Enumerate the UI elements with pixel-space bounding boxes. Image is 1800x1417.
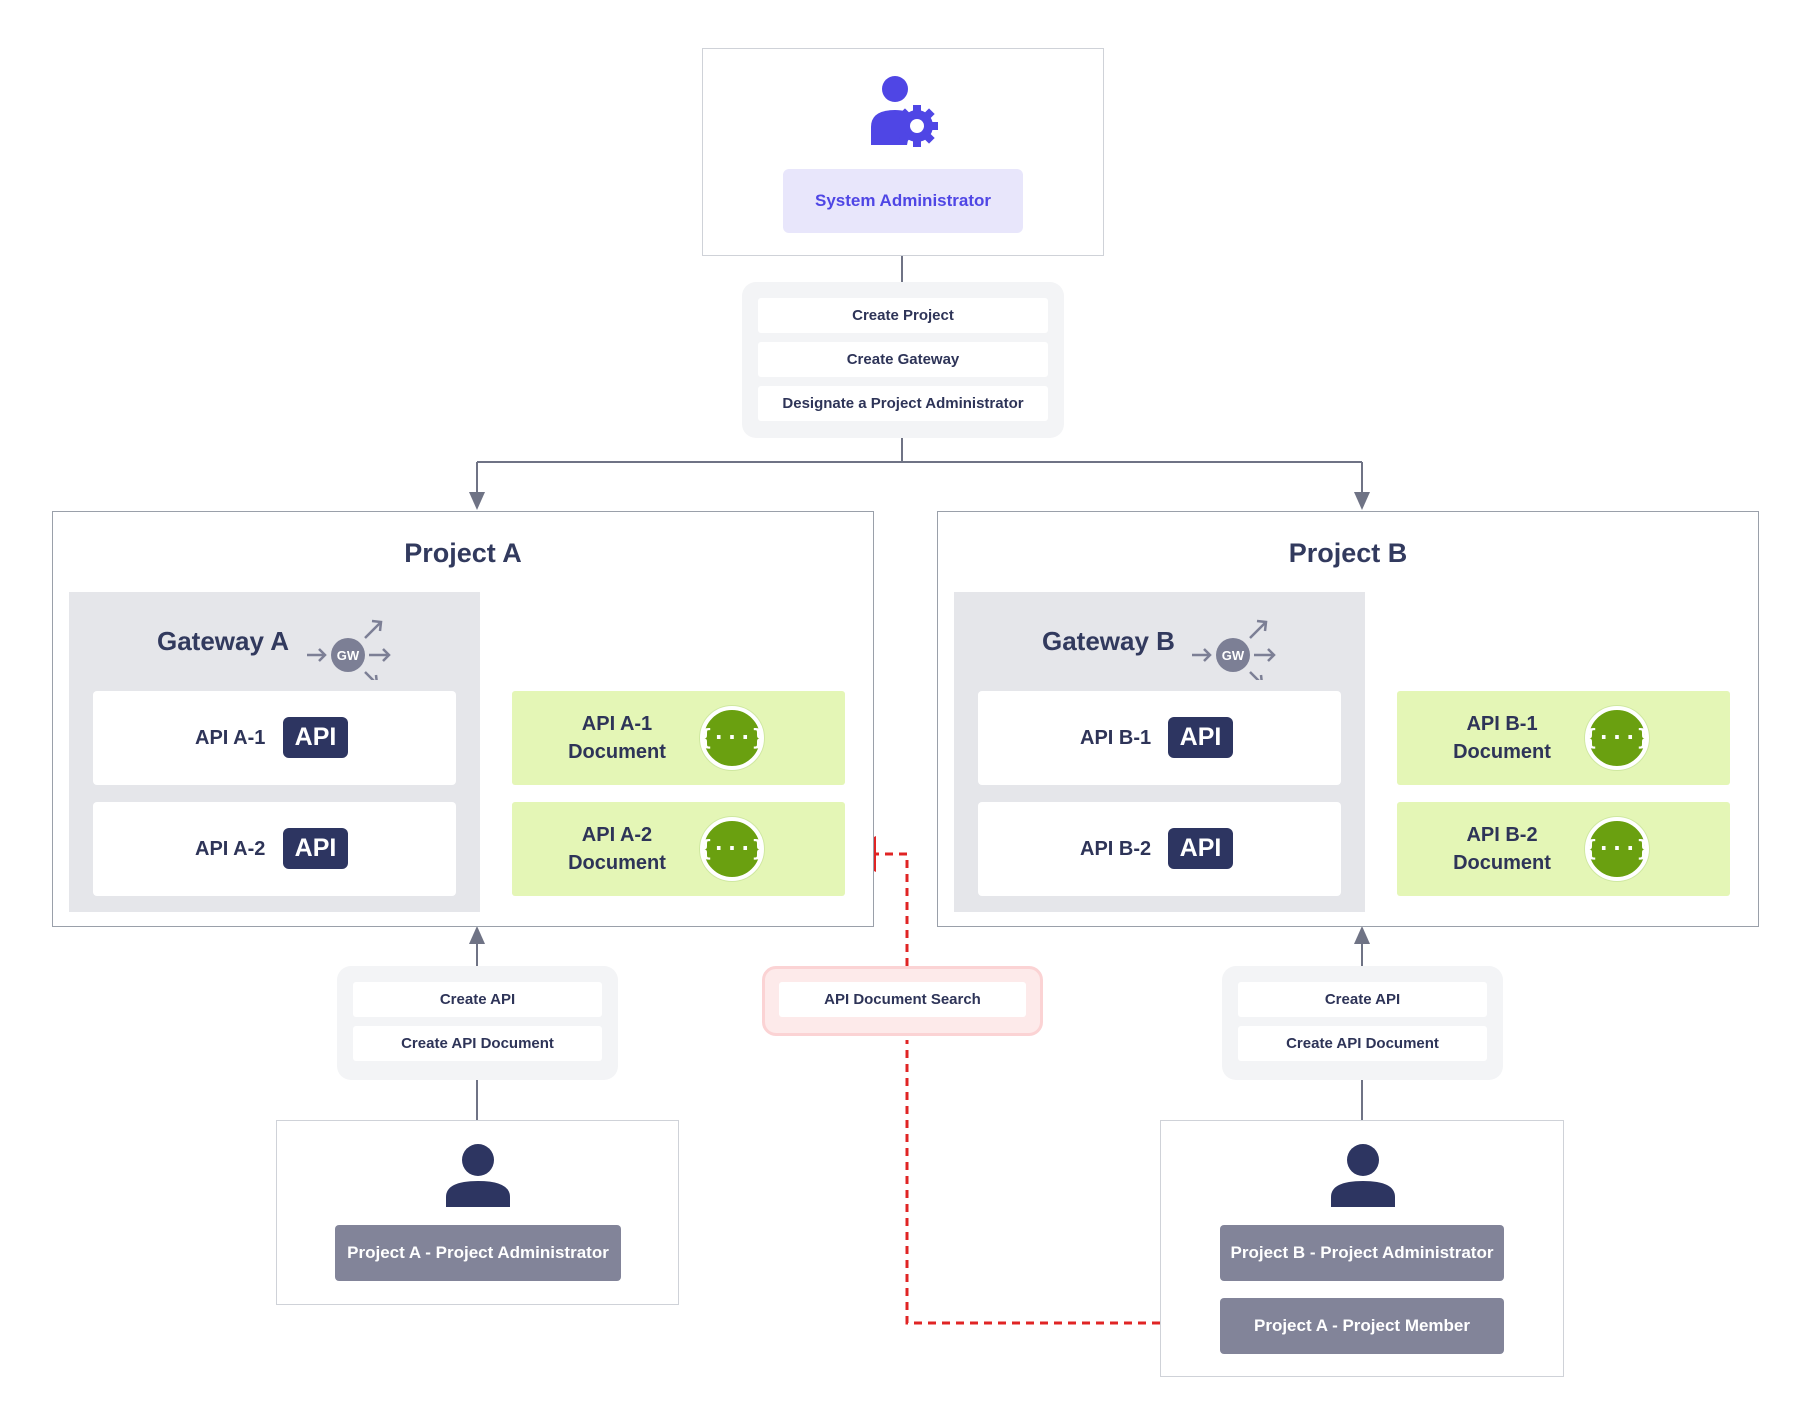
project-b-admin-card: Project B - Project Administrator Projec… <box>1160 1120 1564 1377</box>
gw-icon-text: GW <box>1222 648 1245 663</box>
api-icon: API <box>1168 828 1233 869</box>
gateway-b: Gateway B GW API B-1 API API B-2 API <box>954 592 1365 912</box>
create-api-document-action[interactable]: Create API Document <box>353 1026 602 1061</box>
project-a-title: Project A <box>404 538 522 568</box>
api-b1-label: API B-1 <box>1080 727 1152 749</box>
user-icon <box>446 1144 510 1207</box>
create-api-action[interactable]: Create API <box>1238 982 1487 1017</box>
system-admin-card: System Administrator <box>702 48 1104 256</box>
gateway-b-title: Gateway B <box>1042 626 1175 656</box>
system-admin-role-label: System Administrator <box>783 169 1023 233</box>
project-a-actions-panel: Create API Create API Document <box>337 966 618 1080</box>
gateway-a: Gateway A GW API A-1 API API A-2 API <box>69 592 480 912</box>
create-api-document-action[interactable]: Create API Document <box>1238 1026 1487 1061</box>
project-b-admin-role-label: Project B - Project Administrator <box>1220 1225 1504 1281</box>
project-b-actions-panel: Create API Create API Document <box>1222 966 1503 1080</box>
project-a: Project A Gateway A GW API A-1 API API A… <box>52 511 874 927</box>
user-icon <box>1331 1144 1395 1207</box>
create-project-action[interactable]: Create Project <box>758 298 1048 333</box>
api-a1-label: API A-1 <box>195 727 266 749</box>
user-gear-icon <box>871 76 938 147</box>
api-b2-label: API B-2 <box>1080 838 1152 860</box>
project-a-admin-card: Project A - Project Administrator <box>276 1120 679 1305</box>
api-icon: API <box>283 717 348 758</box>
gateway-a-title: Gateway A <box>157 626 289 656</box>
project-a-member-role-label: Project A - Project Member <box>1220 1298 1504 1354</box>
designate-admin-action[interactable]: Designate a Project Administrator <box>758 386 1048 421</box>
api-document-search-panel: API Document Search <box>762 966 1043 1036</box>
project-a-admin-role-label: Project A - Project Administrator <box>335 1225 621 1281</box>
api-b1-card[interactable]: API B-1 API <box>978 691 1341 785</box>
gateway-icon: GW <box>1192 619 1276 680</box>
api-a2-card[interactable]: API A-2 API <box>93 802 456 896</box>
create-gateway-action[interactable]: Create Gateway <box>758 342 1048 377</box>
project-b-title: Project B <box>1288 538 1408 568</box>
project-b: Project B Gateway B GW API B-1 API API B… <box>937 511 1759 927</box>
api-a1-card[interactable]: API A-1 API <box>93 691 456 785</box>
api-icon: API <box>1168 717 1233 758</box>
gateway-icon: GW <box>307 619 391 680</box>
api-a2-label: API A-2 <box>195 838 266 860</box>
api-document-icon: {···} <box>1584 706 1650 770</box>
api-b2-card[interactable]: API B-2 API <box>978 802 1341 896</box>
api-document-icon: {···} <box>1584 817 1650 881</box>
api-document-icon: {···} <box>699 817 765 881</box>
api-icon: API <box>283 828 348 869</box>
api-document-search-action[interactable]: API Document Search <box>779 982 1026 1017</box>
gw-icon-text: GW <box>337 648 360 663</box>
create-api-action[interactable]: Create API <box>353 982 602 1017</box>
system-actions-panel: Create Project Create Gateway Designate … <box>742 282 1064 438</box>
api-document-icon: {···} <box>699 706 765 770</box>
